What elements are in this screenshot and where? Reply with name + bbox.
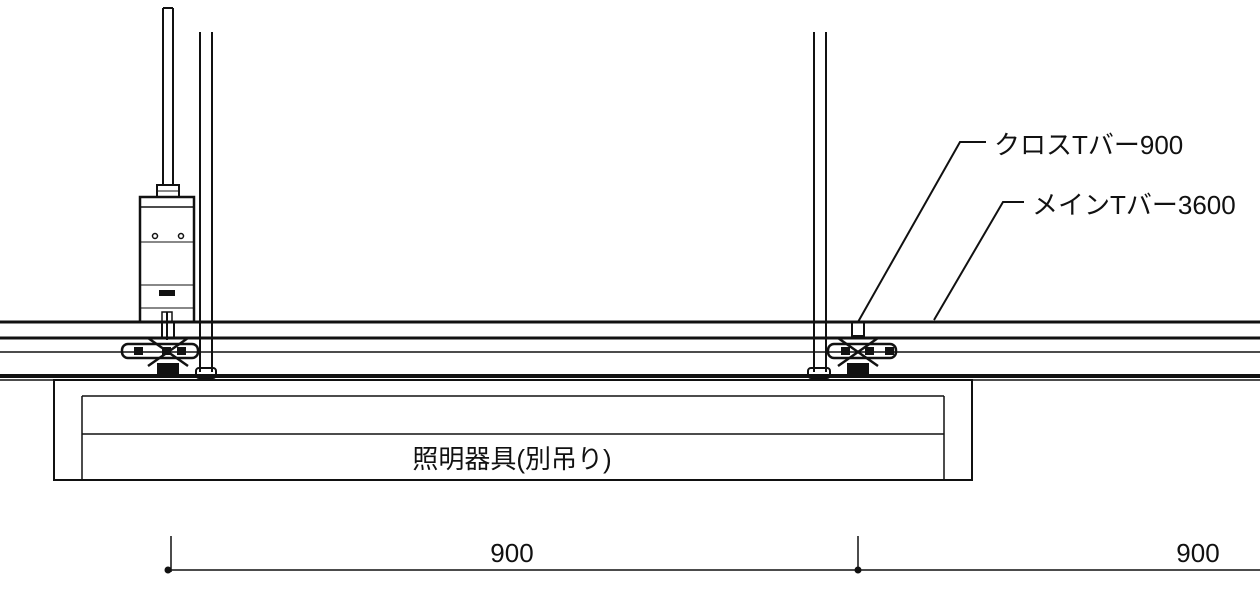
cross-tbar-left — [195, 32, 217, 379]
main-tbar-label: メインTバー3600 — [1032, 190, 1236, 220]
tbar-clip-right — [826, 321, 898, 377]
tbar-clip-left — [120, 321, 200, 377]
fixture-label: 照明器具(別吊り) — [412, 444, 611, 474]
dimension-left-label: 900 — [490, 538, 533, 568]
cross-tbar-label: クロスTバー900 — [994, 130, 1183, 160]
lighting-fixture — [53, 379, 973, 481]
cross-tbar-right — [807, 32, 831, 379]
hanger-bracket — [138, 195, 196, 340]
main-tbar — [0, 320, 1260, 381]
dimension-line — [164, 536, 1260, 574]
hanger-rod — [156, 7, 180, 198]
dimension-right-label: 900 — [1176, 538, 1219, 568]
leader-lines — [857, 141, 1024, 323]
